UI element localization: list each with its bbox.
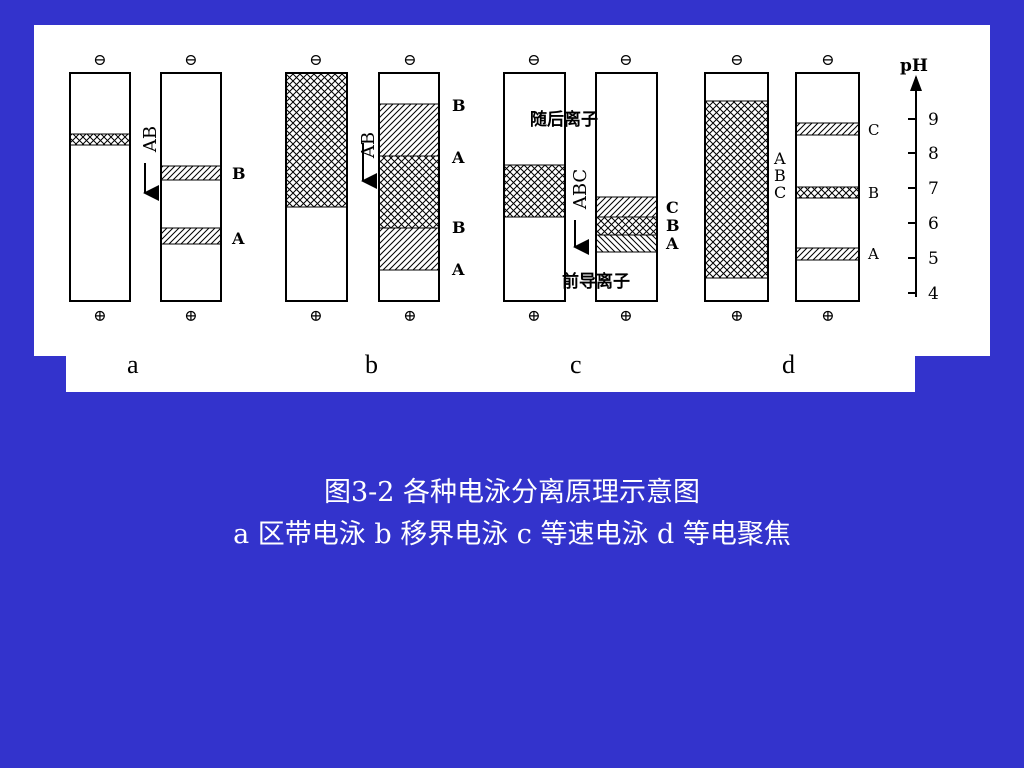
tube-a1 xyxy=(69,72,131,302)
panel-d: ⊖ ⊖ A B C C B A ⊕ ⊕ pH 9 8 7 6 5 4 xyxy=(704,50,939,325)
electrode-pos: ⊕ xyxy=(403,306,416,325)
panel-label-d: d xyxy=(782,350,795,379)
boundary-zone xyxy=(285,72,348,208)
ph-tick-label: 5 xyxy=(928,249,939,269)
electrode-pos: ⊕ xyxy=(309,306,322,325)
electrode-neg: ⊖ xyxy=(403,50,416,69)
panel-label-a: a xyxy=(127,350,139,379)
band-a xyxy=(160,227,222,245)
mixed-label-a: A xyxy=(773,149,786,168)
arrow-label: AB xyxy=(358,132,379,159)
ph-tick-label: 8 xyxy=(928,144,939,164)
panel-label-c: c xyxy=(570,350,582,379)
trailing-ion-label: 随后离子 xyxy=(530,109,598,130)
panel-label-b: b xyxy=(365,350,378,379)
tube-a2 xyxy=(160,72,222,302)
electrode-pos: ⊕ xyxy=(730,306,743,325)
label-a: A xyxy=(451,148,465,167)
panel-b: ⊖ ⊖ AB B A B A ⊕ ⊕ xyxy=(285,50,466,325)
electrode-neg: ⊖ xyxy=(93,50,106,69)
band-b xyxy=(595,216,658,236)
mixed-label-b: B xyxy=(774,166,786,185)
label-a: A xyxy=(665,234,679,253)
zone-a-bottom xyxy=(378,227,440,271)
electrode-pos: ⊕ xyxy=(619,306,632,325)
band-a xyxy=(795,247,860,261)
band-c xyxy=(595,196,658,218)
band-ab-start xyxy=(69,133,131,146)
electrode-pos: ⊕ xyxy=(527,306,540,325)
arrow-label: ABC xyxy=(570,169,591,210)
mixed-zone xyxy=(704,100,769,279)
electrode-neg: ⊖ xyxy=(730,50,743,69)
label-a: A xyxy=(451,260,465,279)
leading-ion-label: 前导离子 xyxy=(562,271,630,292)
electrode-neg: ⊖ xyxy=(184,50,197,69)
panel-a: ⊖ ⊖ AB B A ⊕ ⊕ xyxy=(69,50,246,325)
arrow-label: AB xyxy=(140,126,161,153)
electrode-neg: ⊖ xyxy=(821,50,834,69)
panel-c: ⊖ ⊖ 随后离子 前导离子 ABC C B A ⊕ ⊕ xyxy=(503,50,680,325)
ph-tick-label: 6 xyxy=(928,214,939,234)
band-b xyxy=(795,186,860,199)
tube-c2 xyxy=(595,72,658,302)
label-b: B xyxy=(666,216,680,235)
electrode-neg: ⊖ xyxy=(309,50,322,69)
figure-caption-legend: a 区带电泳 b 移界电泳 c 等速电泳 d 等电聚焦 xyxy=(233,519,791,550)
electrode-pos: ⊕ xyxy=(93,306,106,325)
ph-label: pH xyxy=(900,56,928,76)
band-a xyxy=(595,234,658,253)
ph-tick-label: 7 xyxy=(928,179,939,199)
zone-b-top xyxy=(378,103,440,157)
electrode-pos: ⊕ xyxy=(821,306,834,325)
band-c xyxy=(795,122,860,136)
zone-ab-mid xyxy=(378,155,440,229)
ph-tick-label: 9 xyxy=(928,110,939,130)
label-b: B xyxy=(232,164,246,183)
electrophoresis-diagram: ⊖ ⊖ AB B A ⊕ ⊕ ⊖ ⊖ AB B A B A ⊕ ⊕ ⊖ ⊖ xyxy=(69,50,939,325)
label-a: A xyxy=(231,229,245,248)
band-b xyxy=(160,165,222,181)
electrode-neg: ⊖ xyxy=(619,50,632,69)
label-c: C xyxy=(666,198,679,217)
mixed-label-c: C xyxy=(774,183,786,202)
label-a: A xyxy=(867,245,879,263)
label-c: C xyxy=(868,121,879,139)
electrode-pos: ⊕ xyxy=(184,306,197,325)
label-b: B xyxy=(452,218,466,237)
ph-tick-label: 4 xyxy=(928,284,939,304)
diagram-panel: ⊖ ⊖ AB B A ⊕ ⊕ ⊖ ⊖ AB B A B A ⊕ ⊕ ⊖ ⊖ xyxy=(34,25,990,356)
label-b: B xyxy=(868,184,879,202)
figure-caption-title: 图3-2 各种电泳分离原理示意图 xyxy=(323,477,701,508)
label-b: B xyxy=(452,96,466,115)
sample-zone xyxy=(503,164,566,218)
ph-arrow-head xyxy=(910,75,922,91)
electrode-neg: ⊖ xyxy=(527,50,540,69)
